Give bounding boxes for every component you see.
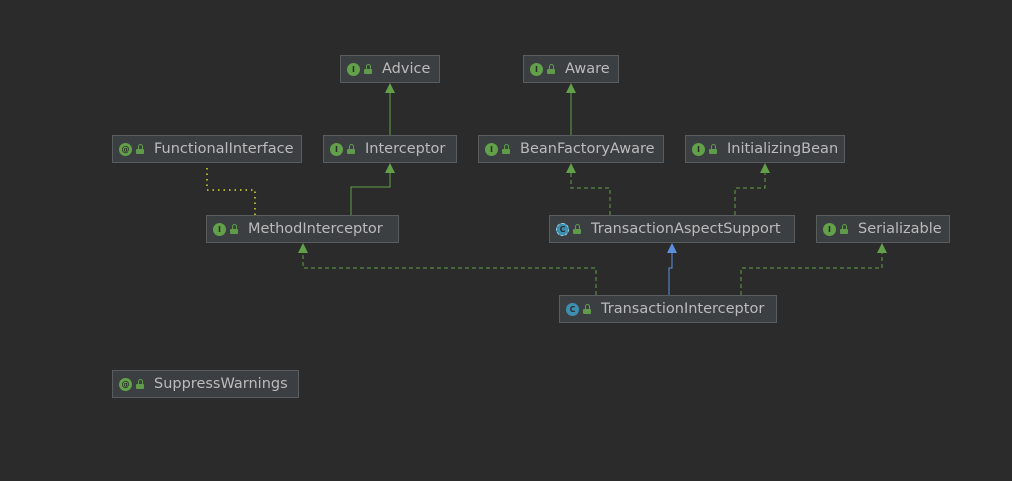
arrowhead	[385, 83, 395, 93]
lock-icon	[840, 224, 848, 234]
arrowhead	[566, 83, 576, 93]
arrowhead	[877, 243, 887, 253]
edge-transaction_aspect_support-bean_factory_aware	[570, 164, 611, 215]
interface-icon: I	[347, 62, 360, 76]
arrowhead	[298, 243, 308, 253]
lock-icon	[136, 379, 144, 389]
node-label: Advice	[382, 61, 431, 77]
edge-transaction_interceptor-transaction_aspect_support	[668, 244, 673, 295]
node-aware[interactable]: I Aware	[523, 55, 619, 83]
interface-icon: I	[692, 142, 705, 156]
lock-icon	[573, 224, 581, 234]
lock-icon	[502, 144, 510, 154]
interface-icon: I	[485, 142, 498, 156]
node-serializable[interactable]: I Serializable	[816, 215, 950, 243]
node-label: Serializable	[858, 221, 942, 237]
node-transaction-interceptor[interactable]: C TransactionInterceptor	[559, 295, 777, 323]
annotation-icon: @	[119, 377, 132, 391]
node-label: BeanFactoryAware	[520, 141, 655, 157]
node-label: TransactionInterceptor	[601, 301, 765, 317]
edge-transaction_aspect_support-initializing_bean	[734, 164, 766, 215]
edge-transaction_interceptor-method_interceptor	[302, 244, 597, 295]
node-advice[interactable]: I Advice	[340, 55, 440, 83]
interface-icon: I	[213, 222, 226, 236]
arrowhead	[385, 163, 395, 173]
lock-icon	[230, 224, 238, 234]
node-bean-factory-aware[interactable]: I BeanFactoryAware	[478, 135, 664, 163]
annotation-icon: @	[119, 142, 132, 156]
lock-icon	[709, 144, 717, 154]
edge-transaction_interceptor-serializable	[740, 244, 883, 295]
interface-icon: I	[530, 62, 543, 76]
node-label: TransactionAspectSupport	[591, 221, 781, 237]
edge-method_interceptor-functional_interface	[206, 164, 256, 215]
node-label: SuppressWarnings	[154, 376, 288, 392]
arrowhead	[566, 163, 576, 173]
node-method-interceptor[interactable]: I MethodInterceptor	[206, 215, 399, 243]
class-icon: C	[566, 302, 579, 316]
node-suppress-warnings[interactable]: @ SuppressWarnings	[112, 370, 299, 398]
interface-icon: I	[330, 142, 343, 156]
lock-icon	[583, 304, 591, 314]
lock-icon	[347, 144, 355, 154]
abstract-class-icon: C	[556, 222, 569, 236]
node-label: FunctionalInterface	[154, 141, 294, 157]
arrowhead	[760, 163, 770, 173]
interface-icon: I	[823, 222, 836, 236]
edge-method_interceptor-interceptor	[350, 164, 391, 215]
arrowhead	[667, 243, 677, 253]
node-transaction-aspect-support[interactable]: C TransactionAspectSupport	[549, 215, 795, 243]
node-label: Interceptor	[365, 141, 446, 157]
node-functional-interface[interactable]: @ FunctionalInterface	[112, 135, 302, 163]
node-label: InitializingBean	[727, 141, 839, 157]
lock-icon	[547, 64, 555, 74]
node-interceptor[interactable]: I Interceptor	[323, 135, 457, 163]
node-label: MethodInterceptor	[248, 221, 383, 237]
lock-icon	[136, 144, 144, 154]
node-initializing-bean[interactable]: I InitializingBean	[685, 135, 845, 163]
node-label: Aware	[565, 61, 610, 77]
lock-icon	[364, 64, 372, 74]
